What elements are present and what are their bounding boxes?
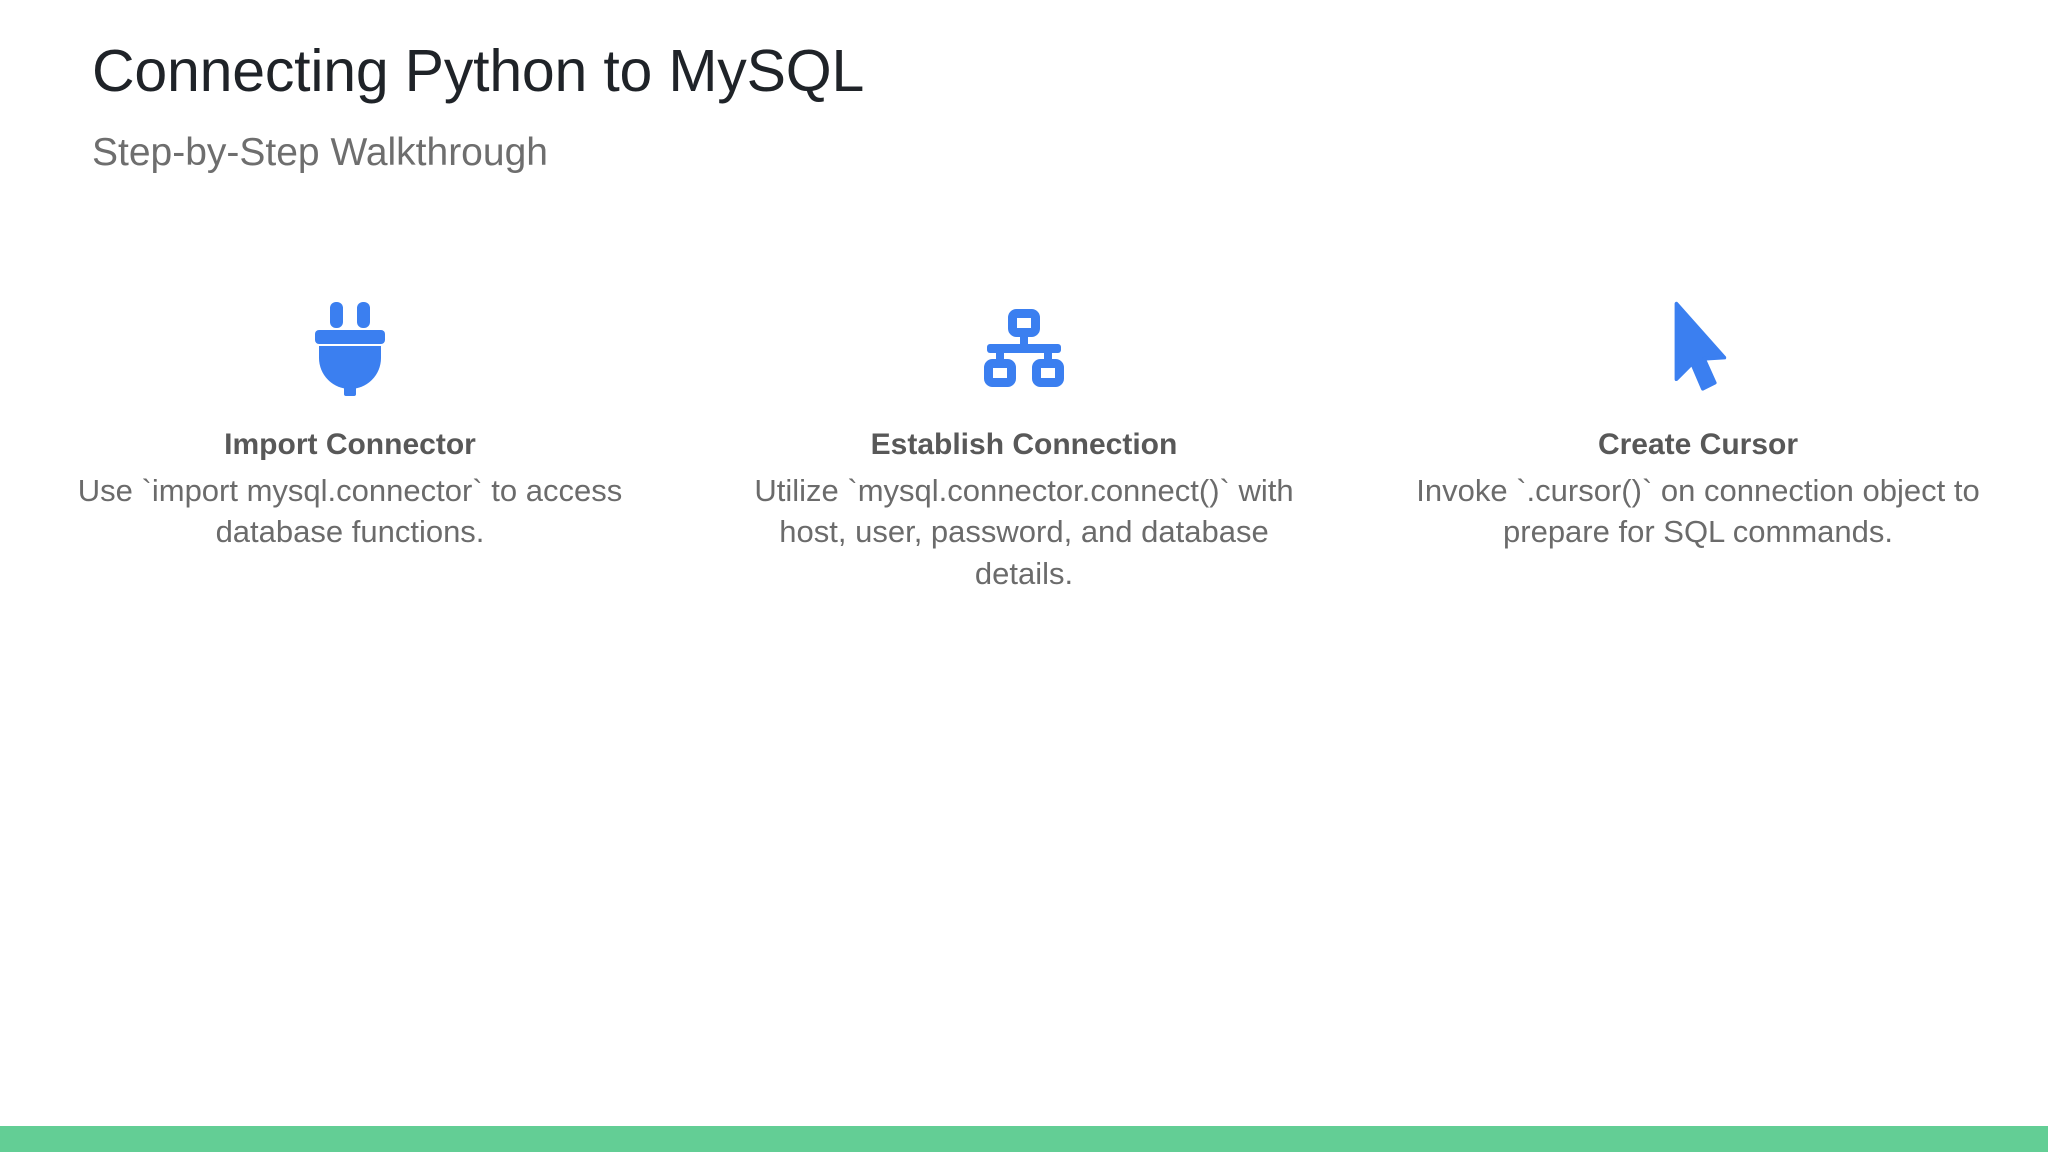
mouse-cursor-icon xyxy=(1655,300,1741,396)
feature-heading: Establish Connection xyxy=(870,428,1178,461)
feature-heading: Create Cursor xyxy=(1597,428,1799,461)
feature-body: Invoke `.cursor()` on connection object … xyxy=(1416,472,1980,550)
slide-header: Connecting Python to MySQL Step-by-Step … xyxy=(92,38,1952,177)
plug-icon xyxy=(307,300,393,396)
network-sitemap-icon xyxy=(981,300,1067,396)
feature-heading: Import Connector xyxy=(224,428,476,461)
feature-column-establish-connection: Establish Connection Utilize `mysql.conn… xyxy=(714,300,1334,595)
feature-body: Utilize `mysql.connector.connect()` with… xyxy=(754,472,1294,592)
page-subtitle: Step-by-Step Walkthrough xyxy=(92,131,548,175)
feature-body: Use `import mysql.connector` to access d… xyxy=(77,472,623,550)
footer-accent-bar xyxy=(0,1126,2048,1152)
feature-columns: Import Connector Use `import mysql.conne… xyxy=(40,300,2008,595)
feature-column-import-connector: Import Connector Use `import mysql.conne… xyxy=(40,300,660,553)
feature-column-create-cursor: Create Cursor Invoke `.cursor()` on conn… xyxy=(1388,300,2008,553)
page-title: Connecting Python to MySQL xyxy=(92,38,865,104)
